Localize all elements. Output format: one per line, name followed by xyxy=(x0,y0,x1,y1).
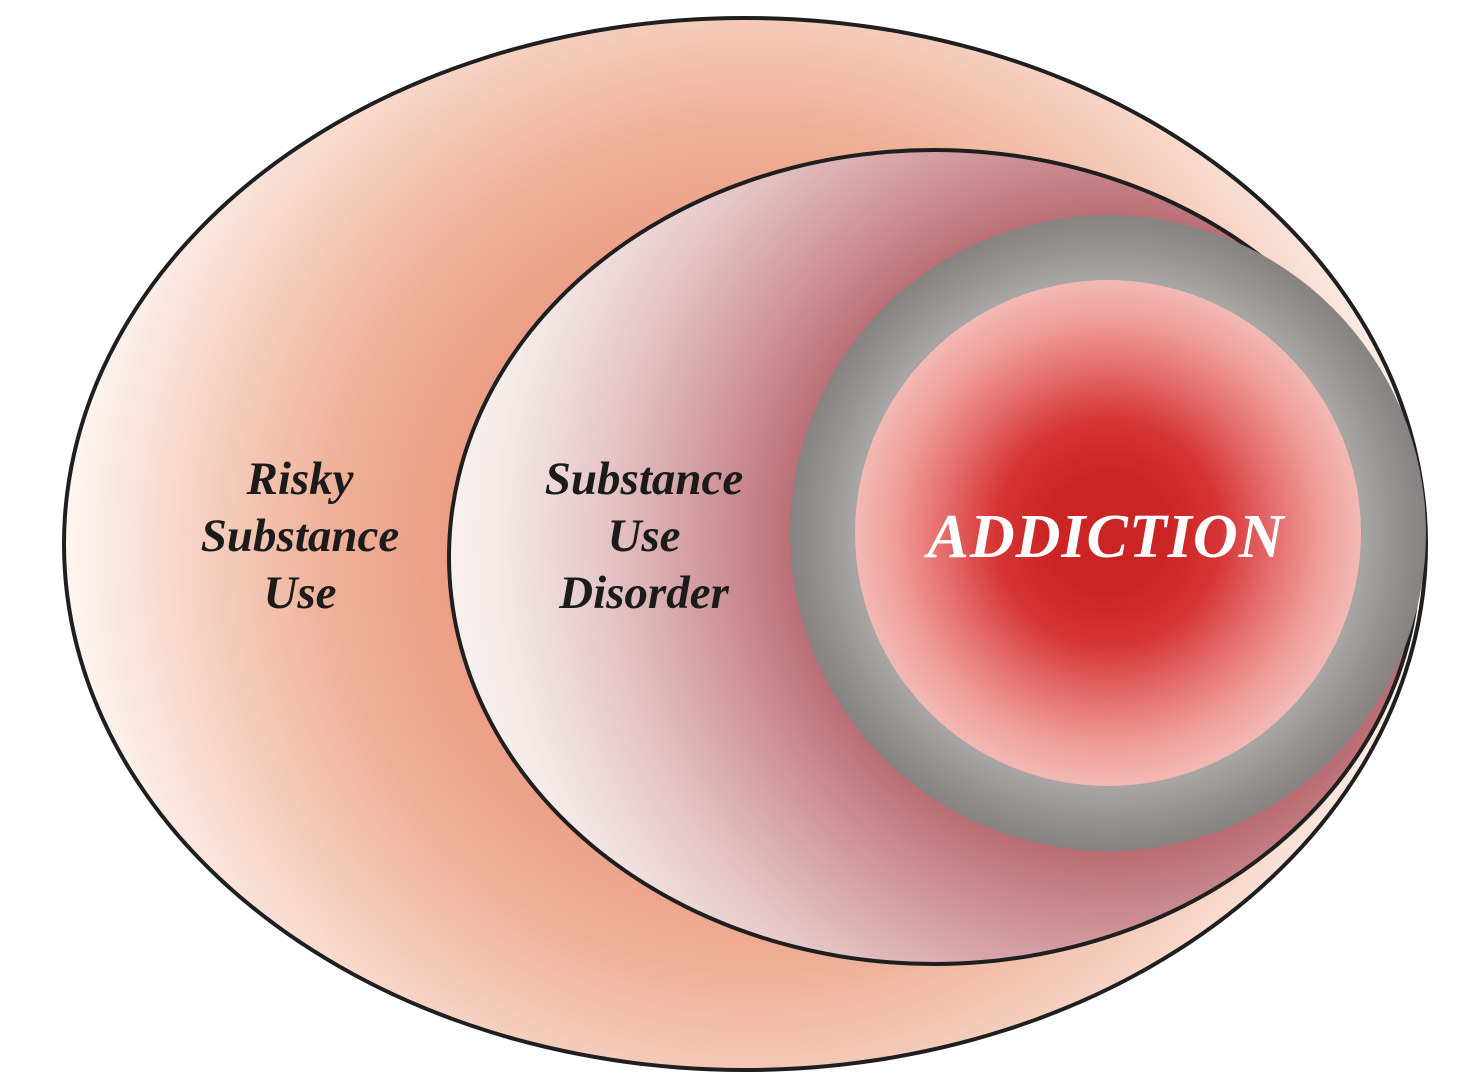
substance-use-disorder-label: Substance Use Disorder xyxy=(484,451,804,622)
risky-substance-use-label: Risky Substance Use xyxy=(140,451,460,622)
label-line: Disorder xyxy=(559,567,729,619)
label-line: Use xyxy=(607,510,681,562)
addiction-label: ADDICTION xyxy=(927,503,1285,571)
label-line: Substance xyxy=(200,510,400,562)
label-line: Substance xyxy=(544,453,744,505)
label-line: Risky xyxy=(246,453,354,505)
addiction-core-circle xyxy=(855,280,1361,786)
label-line: Use xyxy=(263,567,337,619)
